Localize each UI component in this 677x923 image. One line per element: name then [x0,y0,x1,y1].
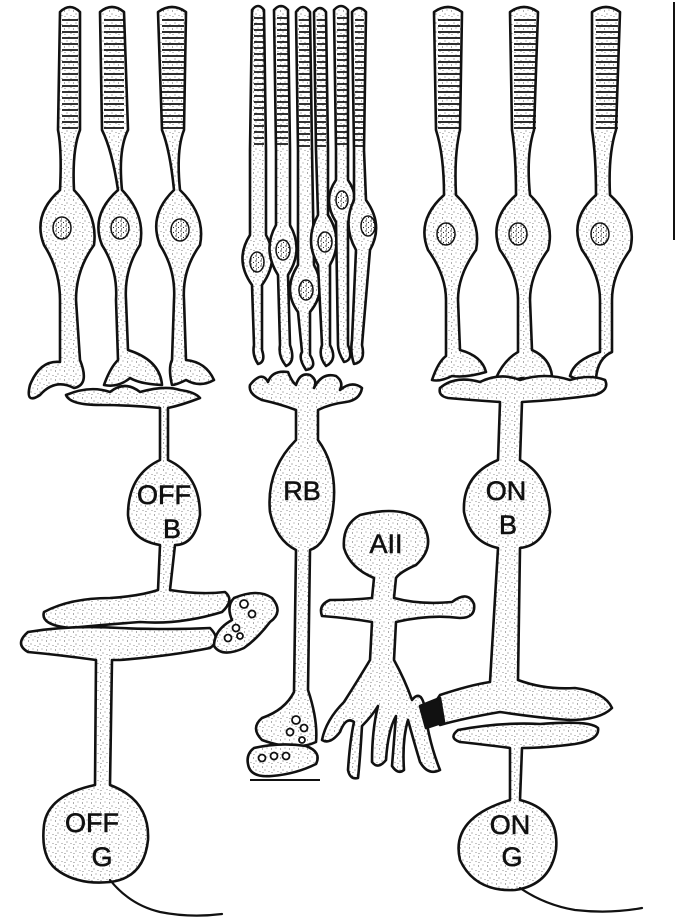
synaptic-vesicle [283,753,290,760]
cone-photoreceptor [156,7,214,385]
synaptic-vesicle [299,737,305,743]
synaptic-vesicle [249,611,256,618]
label-off-bipolar-line2: B [163,514,181,544]
rod-nucleus [299,280,313,300]
label-off-ganglion-line2: G [91,842,112,872]
synaptic-vesicle [292,716,300,724]
synaptic-vesicle [287,729,294,736]
synaptic-vesicle [233,625,240,632]
cone-nucleus [171,219,189,241]
synaptic-vesicle [240,600,248,608]
label-on-ganglion-line2: G [501,842,522,872]
label-off-ganglion-line1: OFF [65,808,119,838]
on-bipolar-cell [435,376,612,725]
cone-nucleus [111,217,129,239]
label-on-ganglion-line1: ON [490,810,531,840]
label-on-bipolar-line1: ON [486,476,527,506]
on-ganglion-axon [520,888,642,912]
rod-nucleus [361,216,375,236]
rod-nucleus [276,240,290,260]
synaptic-vesicle [271,753,278,760]
off-cone-group [21,7,229,916]
cone-photoreceptor [98,7,162,386]
synaptic-vesicle [301,725,308,732]
label-on-bipolar-line2: B [499,510,517,540]
rod-nucleus [250,252,264,272]
cone-photoreceptor [29,7,95,398]
label-off-bipolar-line1: OFF [137,480,191,510]
rod-nucleus [336,191,348,209]
label-rod-bipolar: RB [283,476,321,506]
label-amacrine-aii: AII [369,529,402,559]
off-ganglion-axon [110,880,222,916]
rod-nucleus [318,232,332,252]
cone-nucleus [591,223,609,245]
cone-photoreceptor [424,7,486,381]
cone-nucleus [509,223,527,245]
cone-photoreceptor [496,7,552,380]
synaptic-vesicle [237,633,243,639]
off-ganglion-cell [21,627,216,882]
cone-nucleus [53,217,71,239]
rod-group [242,6,376,747]
rod-bipolar-cell [250,372,362,747]
synaptic-vesicle [259,755,266,762]
on-cone-group [424,7,642,912]
on-ganglion-cell [453,723,598,890]
cone-photoreceptor [570,7,632,380]
amacrine-terminal [248,744,318,776]
cone-nucleus [437,223,455,245]
synaptic-vesicle [225,635,232,642]
